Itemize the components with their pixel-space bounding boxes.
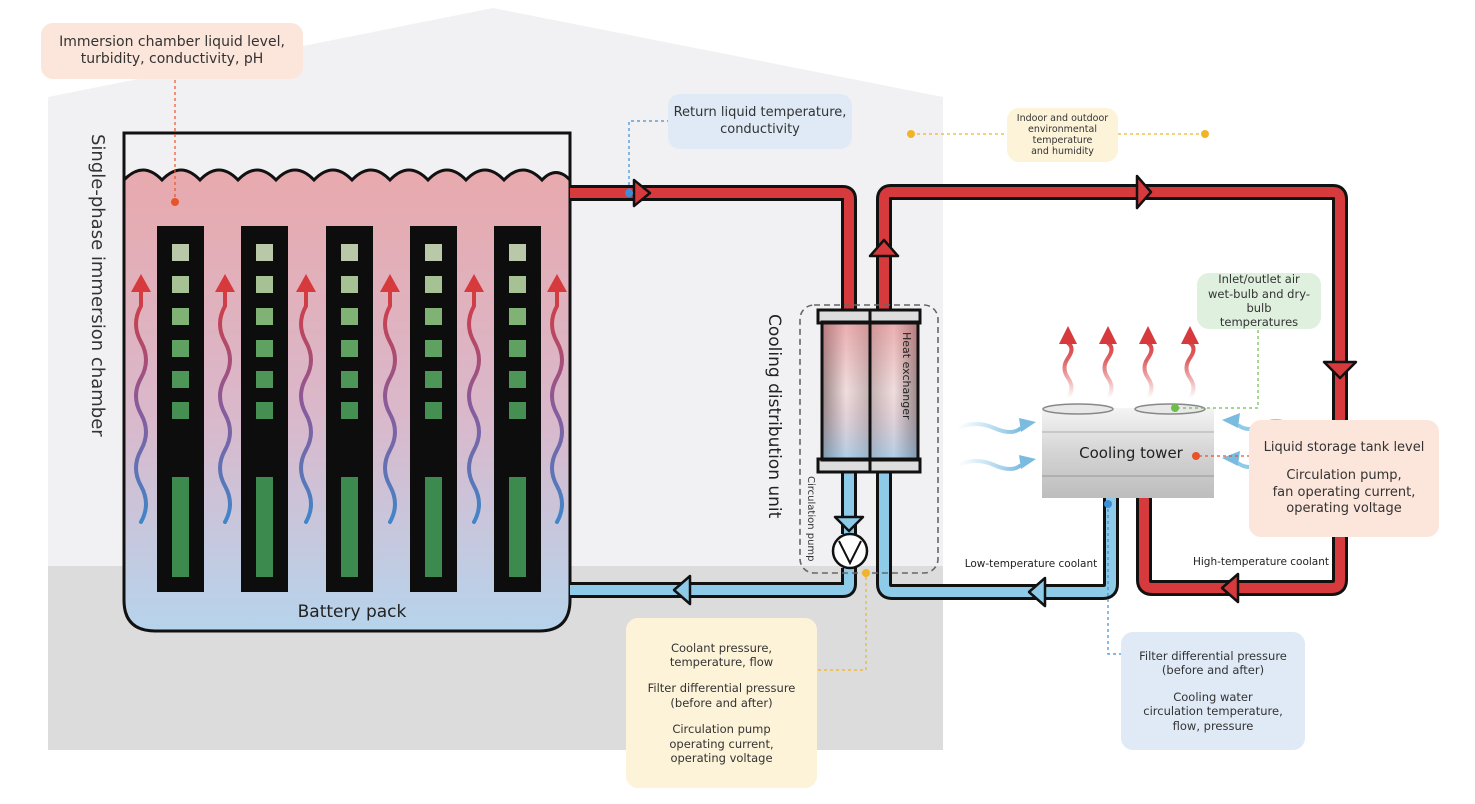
flow-arrows xyxy=(632,174,1358,608)
battery-module xyxy=(241,226,288,592)
callout-line: Filter differential pressure xyxy=(1139,649,1287,664)
heat-wave-arrow xyxy=(467,286,481,524)
sensor-point xyxy=(1104,500,1112,508)
flow-arrow-hot xyxy=(1322,360,1358,380)
callout-line: Filter differential pressure xyxy=(647,681,796,696)
heat-arrow-heads xyxy=(131,274,567,292)
sensor-point xyxy=(1171,404,1179,412)
sensor-points xyxy=(171,130,1209,577)
heat-exchanger xyxy=(816,308,922,474)
sensor-point xyxy=(862,569,870,577)
heat-wave-arrow xyxy=(550,286,564,524)
leader-return xyxy=(628,120,670,193)
cooling-distribution-unit xyxy=(799,304,939,574)
heat-wave-arrow xyxy=(299,286,313,524)
callout-line: and humidity xyxy=(1031,146,1094,158)
callout-line: Indoor and outdoor xyxy=(1016,112,1109,124)
callout-line: temperatures xyxy=(1219,315,1299,330)
callout-coolant-block: Coolant pressure, temperature, flow Filt… xyxy=(626,618,817,788)
circulation-pump xyxy=(831,532,869,570)
callout-line: Return liquid temperature, xyxy=(673,105,847,121)
callout-line: circulation temperature, xyxy=(1143,704,1283,719)
callout-line: Circulation pump, xyxy=(1286,468,1402,484)
callout-storage-tank: Liquid storage tank level Circulation pu… xyxy=(1249,420,1439,537)
callout-line: operating current, xyxy=(669,736,774,751)
cooling-tower-label: Cooling tower xyxy=(1079,444,1184,462)
heat-wave-arrow xyxy=(134,286,148,524)
battery-module xyxy=(494,226,541,592)
callout-line: operating voltage xyxy=(670,750,773,765)
callout-line: environmental xyxy=(1028,123,1097,135)
high-temp-coolant-label: High-temperature coolant xyxy=(1193,556,1329,568)
sensor-point xyxy=(171,198,179,206)
leader-coolant xyxy=(818,573,867,671)
flow-arrow-hot xyxy=(868,238,900,258)
heat-wave-arrow xyxy=(218,286,232,524)
cdu-label: Cooling distribution unit xyxy=(764,314,784,519)
hot-pipes xyxy=(570,184,1348,596)
callout-line: Circulation pump xyxy=(672,722,771,737)
heat-wave-arrows xyxy=(134,286,564,524)
battery-module xyxy=(157,226,204,592)
callout-line: Coolant pressure, xyxy=(670,640,773,655)
battery-module xyxy=(410,226,457,592)
flow-arrow-hot xyxy=(1135,174,1153,210)
sensor-leaders xyxy=(174,80,1259,671)
callout-line: wet-bulb and dry-bulb xyxy=(1208,286,1310,315)
leader-air xyxy=(1175,330,1259,409)
cooling-tower xyxy=(1042,403,1214,498)
callout-line: (before and after) xyxy=(1161,663,1265,678)
heat-wave-arrow xyxy=(383,286,397,524)
callout-line: Immersion chamber liquid level, xyxy=(59,33,285,50)
low-temp-coolant-label: Low-temperature coolant xyxy=(965,558,1098,570)
battery-module xyxy=(326,226,373,592)
flow-arrow-cold xyxy=(833,515,865,533)
callout-air-temps: Inlet/outlet air wet-bulb and dry-bulb t… xyxy=(1197,272,1321,330)
callout-line: flow, pressure xyxy=(1172,718,1254,733)
battery-modules xyxy=(157,226,541,592)
callout-line: temperature xyxy=(1032,135,1093,146)
callout-return-liquid: Return liquid temperature, conductivity xyxy=(668,94,852,149)
sensor-point xyxy=(1201,130,1209,138)
callout-environment: Indoor and outdoor environmental tempera… xyxy=(1007,108,1118,162)
sensor-point xyxy=(625,189,633,197)
flow-arrow-cold xyxy=(672,574,692,606)
circulation-pump-label: Circulation pump xyxy=(805,476,816,562)
callout-line: fan operating current, xyxy=(1272,484,1416,500)
callout-line: temperature, flow xyxy=(669,655,774,670)
callout-line: turbidity, conductivity, pH xyxy=(80,51,264,67)
steam-arrows xyxy=(1062,333,1196,400)
callout-line: conductivity xyxy=(720,121,800,137)
flow-arrow-cold xyxy=(1027,576,1047,608)
callout-title: Liquid storage tank level xyxy=(1263,440,1425,455)
leader-water xyxy=(1107,504,1122,655)
flow-arrow-hot xyxy=(1220,572,1240,604)
callout-line: Cooling water xyxy=(1173,689,1253,704)
cold-pipes xyxy=(570,470,1119,600)
battery-pack-label: Battery pack xyxy=(298,602,407,622)
callout-line: operating voltage xyxy=(1286,500,1402,516)
callout-line: (before and after) xyxy=(670,695,773,710)
heat-exchanger-label: Heat exchanger xyxy=(900,332,913,420)
callout-line: Inlet/outlet air xyxy=(1218,272,1300,287)
callout-cooling-water: Filter differential pressure (before and… xyxy=(1121,632,1305,750)
callout-chamber-sensors: Immersion chamber liquid level, turbidit… xyxy=(41,23,303,79)
sensor-point xyxy=(1192,452,1200,460)
immersion-chamber-label: Single-phase immersion chamber xyxy=(87,134,108,437)
steam-arrow-heads xyxy=(1059,326,1199,344)
sensor-point xyxy=(907,130,915,138)
flow-arrow-hot xyxy=(632,178,652,208)
